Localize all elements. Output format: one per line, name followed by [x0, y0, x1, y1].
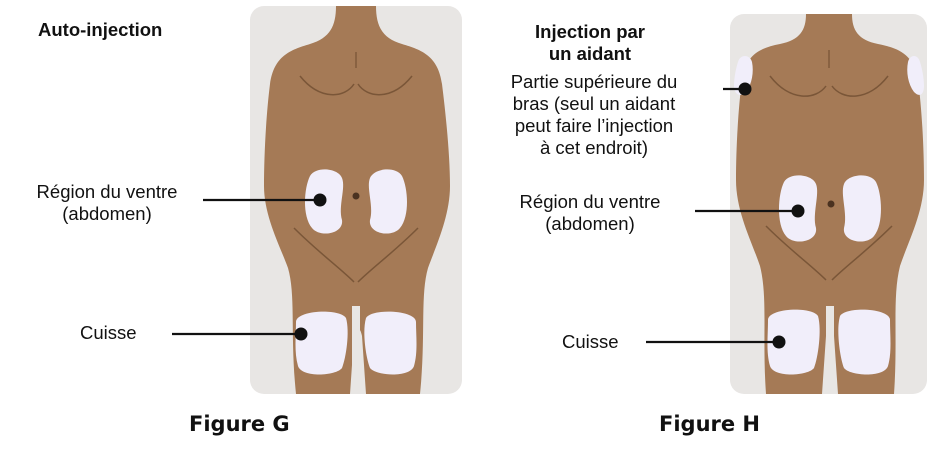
thigh-pointer-dot-h: [773, 336, 786, 349]
abdomen-pointer-dot-h: [792, 205, 805, 218]
thigh-pointer-dot-g: [295, 328, 308, 341]
arm-pointer-dot-h: [739, 83, 752, 96]
abdomen-pointer-dot-g: [314, 194, 327, 207]
